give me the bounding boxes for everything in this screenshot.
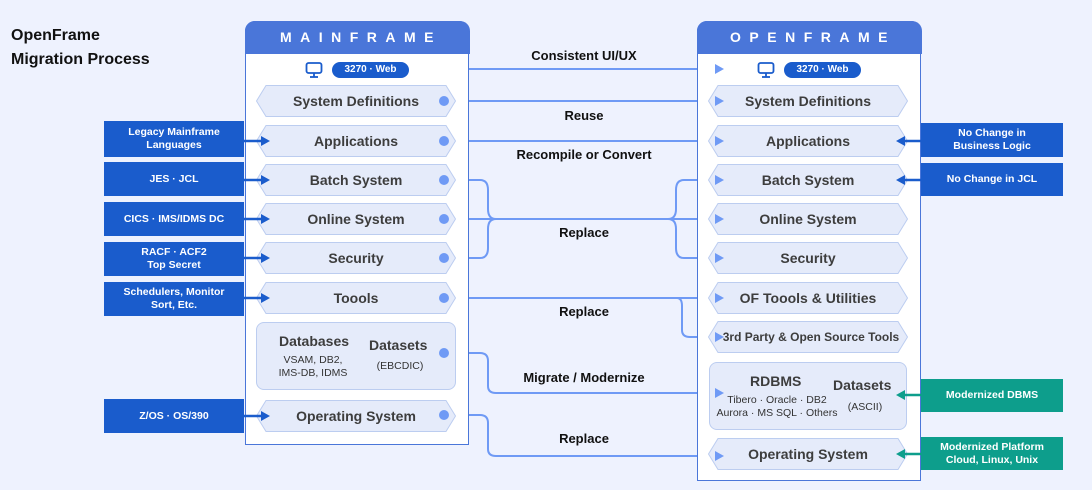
openframe-ui-row: 3270 · Web — [698, 60, 920, 80]
flow-label-migrate: Migrate / Modernize — [523, 370, 645, 385]
monitor-icon — [758, 62, 775, 78]
of-item-batch-system[interactable]: Batch System — [707, 164, 909, 196]
hex-shape — [707, 125, 909, 157]
left-input-jes-jcl: JES · JCL — [104, 162, 244, 196]
datasets-title: Datasets — [369, 337, 428, 353]
input-line-1: Legacy Mainframe — [128, 126, 220, 138]
left-input-cics: CICS · IMS/IDMS DC — [104, 202, 244, 236]
hex-shape — [707, 242, 909, 274]
right-input-jcl: No Change in JCL — [921, 163, 1063, 196]
rdbms-title: RDBMS — [750, 373, 802, 389]
hex-shape — [707, 438, 909, 470]
diagram-title: OpenFrame Migration Process — [11, 24, 150, 72]
item-label: Applications — [313, 133, 398, 149]
input-line-2: Sort, Etc. — [150, 299, 198, 311]
mf-item-tools[interactable]: Toools — [255, 282, 457, 314]
mainframe-header: MAINFRAME — [244, 20, 470, 54]
input-line-1: Z/OS · OS/390 — [139, 409, 209, 422]
rdbms-sub-2: Aurora · MS SQL · Others — [716, 407, 838, 419]
hex-shape — [707, 203, 909, 235]
input-line-1: Modernized DBMS — [945, 389, 1039, 401]
datasets-sub: (ASCII) — [847, 401, 883, 413]
databases-sub: VSAM, DB2, IMS-DB, IDMS — [269, 354, 357, 380]
flow-label-reuse: Reuse — [564, 108, 604, 123]
mf-data-block[interactable]: Databases VSAM, DB2, IMS-DB, IDMS Datase… — [256, 322, 456, 390]
flow-label-replace-systems: Replace — [559, 225, 609, 240]
of-item-tools-utilities[interactable]: OF Toools & Utilities — [707, 282, 909, 314]
of-item-applications[interactable]: Applications — [707, 125, 909, 157]
openframe-header: OPENFRAME — [696, 20, 922, 54]
item-label: 3rd Party & Open Source Tools — [722, 330, 900, 344]
item-label: OF Toools & Utilities — [739, 290, 877, 306]
mf-item-operating-system[interactable]: Operating System — [255, 400, 457, 432]
item-label: Operating System — [748, 446, 868, 462]
input-line-1: No Change in JCL — [946, 173, 1038, 185]
mainframe-ui-row: 3270 · Web — [246, 60, 468, 80]
item-label: System Definitions — [292, 93, 420, 109]
flow-label-consistent-ui: Consistent UI/UX — [531, 48, 637, 63]
databases-sub-1: VSAM, DB2, — [283, 354, 343, 366]
input-line-1: JES · JCL — [149, 172, 199, 185]
hex-shape — [707, 164, 909, 196]
of-item-security[interactable]: Security — [707, 242, 909, 274]
flow-label-replace-tools: Replace — [559, 304, 609, 319]
item-label: System Definitions — [744, 93, 872, 109]
item-label: Batch System — [761, 172, 855, 188]
flow-label-recompile: Recompile or Convert — [516, 147, 652, 162]
ui-badge: 3270 · Web — [332, 62, 409, 78]
hex-shape — [707, 321, 909, 353]
of-item-online-system[interactable]: Online System — [707, 203, 909, 235]
input-line-1: RACF · ACF2 — [141, 246, 207, 258]
right-input-modernized-dbms: Modernized DBMS — [921, 379, 1063, 412]
item-label: Applications — [765, 133, 850, 149]
input-line-2: Cloud, Linux, Unix — [945, 453, 1039, 466]
input-line-2: Business Logic — [953, 140, 1031, 152]
mf-item-batch-system[interactable]: Batch System — [255, 164, 457, 196]
databases-title: Databases — [279, 333, 350, 349]
rdbms-sub-1: Tibero · Oracle · DB2 — [727, 394, 827, 406]
input-line-1: No Change in — [958, 127, 1026, 139]
input-line-1: Modernized Platform — [940, 440, 1044, 453]
of-data-block[interactable]: RDBMS Tibero · Oracle · DB2 Aurora · MS … — [709, 362, 907, 430]
flow-label-replace-os: Replace — [559, 431, 609, 446]
mf-item-security[interactable]: Security — [255, 242, 457, 274]
mf-item-system-definitions[interactable]: System Definitions — [255, 85, 457, 117]
input-line-1: Schedulers, Monitor — [123, 286, 225, 298]
ui-badge: 3270 · Web — [784, 62, 861, 78]
rdbms-sub: Tibero · Oracle · DB2 Aurora · MS SQL · … — [714, 394, 840, 420]
hex-shape — [707, 85, 909, 117]
input-line-1: CICS · IMS/IDMS DC — [123, 212, 225, 225]
item-label: Online System — [307, 211, 405, 227]
item-label: Security — [328, 250, 384, 266]
title-line-2: Migration Process — [11, 51, 150, 68]
of-item-operating-system[interactable]: Operating System — [707, 438, 909, 470]
datasets-title: Datasets — [833, 377, 892, 393]
of-item-third-party-tools[interactable]: 3rd Party & Open Source Tools — [707, 321, 909, 353]
datasets-sub: (EBCDIC) — [376, 360, 424, 372]
hex-shape — [707, 282, 909, 314]
monitor-icon — [306, 62, 323, 78]
item-label: Toools — [333, 290, 379, 306]
mf-item-applications[interactable]: Applications — [255, 125, 457, 157]
databases-sub-2: IMS-DB, IDMS — [278, 367, 348, 379]
item-label: Security — [780, 250, 836, 266]
item-label: Operating System — [296, 408, 416, 424]
hex-shape — [255, 85, 457, 117]
input-line-2: Languages — [146, 139, 202, 151]
mf-item-online-system[interactable]: Online System — [255, 203, 457, 235]
title-line-1: OpenFrame — [11, 27, 100, 44]
left-input-zos: Z/OS · OS/390 — [104, 399, 244, 433]
item-label: Online System — [759, 211, 857, 227]
input-line-2: Top Secret — [147, 259, 201, 271]
of-item-system-definitions[interactable]: System Definitions — [707, 85, 909, 117]
item-label: Batch System — [309, 172, 403, 188]
